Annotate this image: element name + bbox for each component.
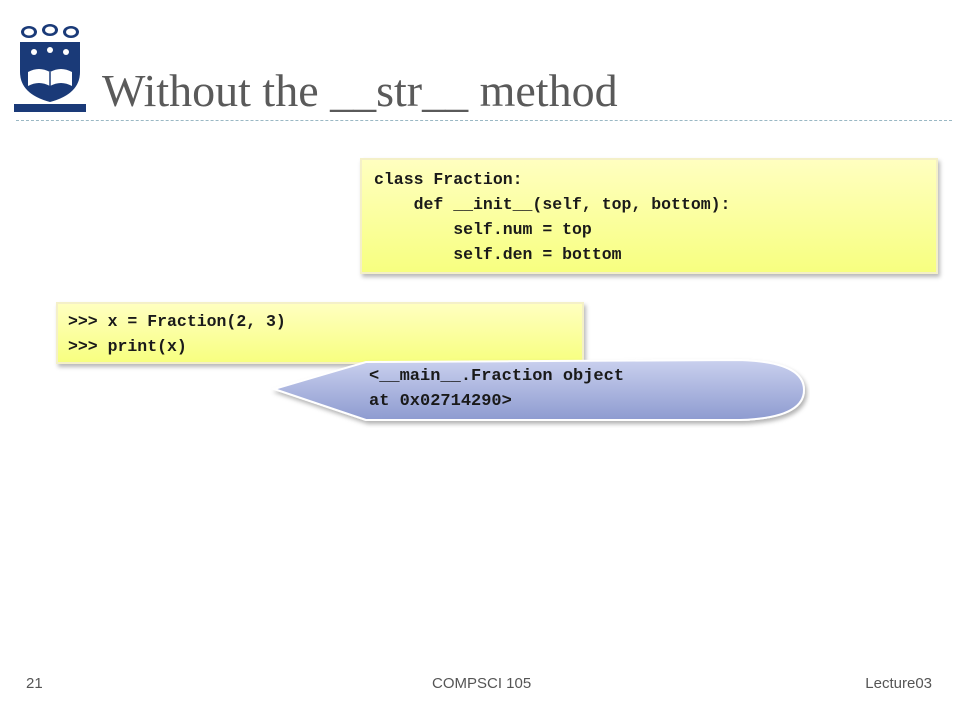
slide-number: 21 xyxy=(26,675,43,692)
slide-title: Without the __str__ method xyxy=(102,65,618,116)
code-line: self.den = bottom xyxy=(374,245,622,264)
code-line: def __init__(self, top, bottom): xyxy=(374,195,731,214)
university-logo xyxy=(14,22,86,112)
output-text: <__main__.Fraction object at 0x02714290> xyxy=(369,364,769,414)
code-line: self.num = top xyxy=(374,220,592,239)
code-line: class Fraction: xyxy=(374,170,523,189)
output-line: <__main__.Fraction object xyxy=(369,367,625,386)
code-line: >>> print(x) xyxy=(68,337,187,356)
class-definition-code-box: class Fraction: def __init__(self, top, … xyxy=(360,158,938,274)
title-divider xyxy=(16,120,952,121)
output-line: at 0x02714290> xyxy=(369,392,512,411)
code-line: >>> x = Fraction(2, 3) xyxy=(68,312,286,331)
course-name: COMPSCI 105 xyxy=(432,675,532,692)
output-callout-bubble xyxy=(270,358,806,421)
repl-code-box: >>> x = Fraction(2, 3) >>> print(x) xyxy=(56,302,584,364)
lecture-name: Lecture03 xyxy=(865,675,932,692)
